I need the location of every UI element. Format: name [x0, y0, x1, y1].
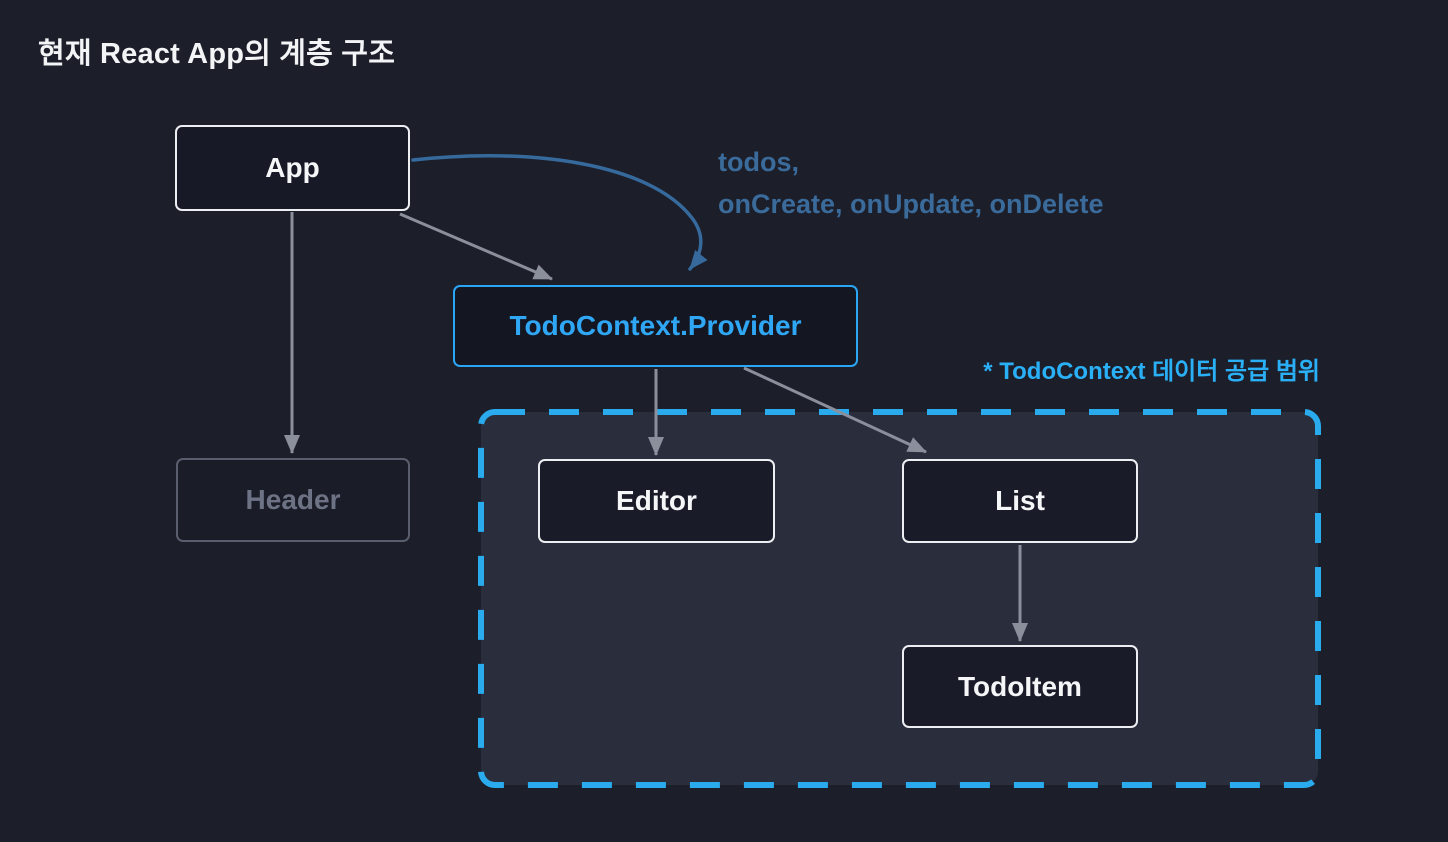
provider-props-line1: todos,: [718, 147, 799, 177]
node-editor-label: Editor: [616, 485, 697, 516]
provider-props-annotation: todos, onCreate, onUpdate, onDelete: [718, 141, 1104, 225]
node-todocontext-provider: TodoContext.Provider: [453, 285, 858, 367]
arrow-app-to-provider: [399, 212, 553, 281]
node-todoitem: TodoItem: [902, 645, 1138, 728]
node-editor: Editor: [538, 459, 775, 543]
node-header: Header: [176, 458, 410, 542]
arrow-app-props-to-provider: [411, 153, 708, 271]
node-app: App: [175, 125, 410, 211]
node-list: List: [902, 459, 1138, 543]
context-scope-label: * TodoContext 데이터 공급 범위: [983, 358, 1320, 385]
node-list-label: List: [995, 485, 1045, 516]
provider-props-line2: onCreate, onUpdate, onDelete: [718, 189, 1104, 219]
node-todoitem-label: TodoItem: [958, 670, 1082, 702]
arrow-provider-to-list: [743, 366, 927, 454]
node-todocontext-provider-label: TodoContext.Provider: [509, 310, 802, 341]
slide-title: 현재 React App의 계층 구조: [38, 38, 396, 70]
node-header-label: Header: [245, 484, 341, 515]
node-app-label: App: [265, 152, 320, 183]
